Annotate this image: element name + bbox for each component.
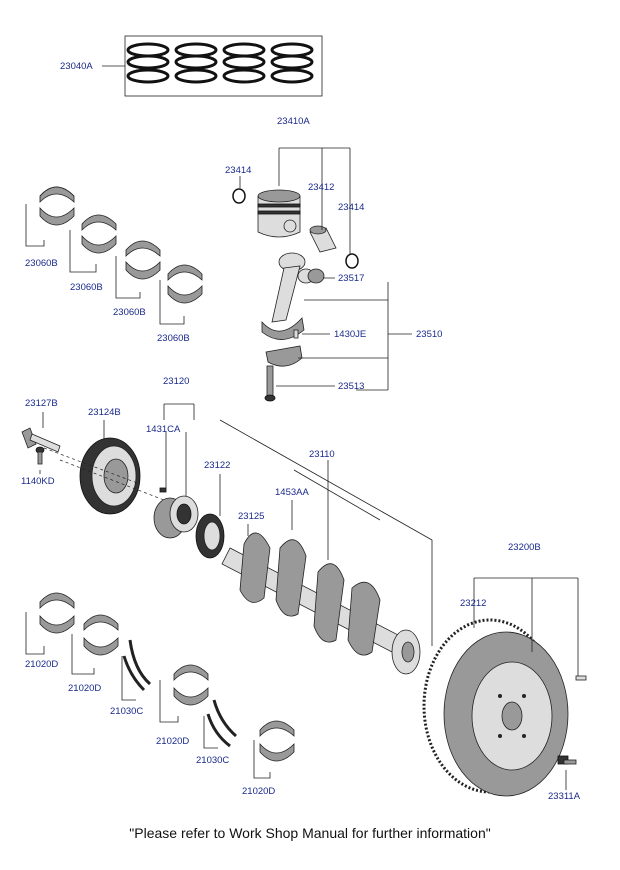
main-bearing-3[interactable] bbox=[173, 664, 209, 706]
label-rod-bolt: 23513 bbox=[338, 381, 364, 392]
piston-ring-set[interactable] bbox=[124, 35, 323, 97]
label-piston-assembly: 23410A bbox=[277, 116, 310, 127]
flywheel[interactable] bbox=[422, 618, 569, 797]
label-bearing-set-2: 23060B bbox=[70, 282, 103, 293]
thrust-washer-1[interactable] bbox=[122, 639, 152, 692]
label-gear: 23122 bbox=[204, 460, 230, 471]
label-main-bearing-1: 21020D bbox=[25, 659, 58, 670]
label-snap-ring-right: 23414 bbox=[338, 202, 364, 213]
label-sprocket-assembly: 23120 bbox=[163, 376, 189, 387]
label-snap-ring-left: 23414 bbox=[225, 165, 251, 176]
rod-bushing[interactable] bbox=[297, 268, 325, 284]
crankshaft[interactable] bbox=[221, 532, 421, 675]
label-thrust-washer-1: 21030C bbox=[110, 706, 143, 717]
label-main-bearing-4: 21020D bbox=[242, 786, 275, 797]
label-rod-pin: 1430JE bbox=[334, 329, 366, 340]
label-flywheel-bolt: 23311A bbox=[548, 791, 581, 802]
bearing-shells-4[interactable] bbox=[167, 264, 203, 304]
connecting-rod[interactable] bbox=[261, 252, 306, 340]
rod-cap[interactable] bbox=[265, 345, 303, 367]
thrust-washer-2[interactable] bbox=[206, 699, 237, 748]
main-bearing-4[interactable] bbox=[259, 720, 295, 762]
piston-pin[interactable] bbox=[309, 225, 337, 253]
label-piston-pin: 23412 bbox=[308, 182, 334, 193]
small-bolt[interactable] bbox=[35, 446, 45, 465]
rod-pin[interactable] bbox=[293, 329, 299, 339]
snap-ring-right[interactable] bbox=[345, 253, 359, 269]
main-bearing-1[interactable] bbox=[39, 592, 75, 634]
piston[interactable] bbox=[257, 189, 301, 238]
timing-sprocket[interactable] bbox=[153, 495, 199, 539]
pulley-bolt[interactable] bbox=[21, 427, 61, 453]
flywheel-dowel[interactable] bbox=[575, 675, 587, 681]
label-flywheel-assembly: 23200B bbox=[508, 542, 541, 553]
label-pulley-bolt-small: 1140KD bbox=[21, 476, 55, 487]
label-bearing-set-1: 23060B bbox=[25, 258, 58, 269]
rod-bolt[interactable] bbox=[264, 365, 276, 402]
label-bearing-set-4: 23060B bbox=[157, 333, 190, 344]
label-main-bearing-3: 21020D bbox=[156, 736, 189, 747]
sprocket-key[interactable] bbox=[159, 487, 167, 493]
crank-gear[interactable] bbox=[195, 513, 225, 559]
label-key-23125: 23125 bbox=[238, 511, 264, 522]
bearing-shells-1[interactable] bbox=[39, 186, 75, 226]
damper-pulley[interactable] bbox=[79, 437, 141, 515]
label-damper-pulley: 23124B bbox=[88, 407, 121, 418]
label-crank-pulley-bolt: 23127B bbox=[25, 398, 58, 409]
bearing-shells-2[interactable] bbox=[81, 214, 117, 254]
label-crank-key: 1453AA bbox=[275, 487, 309, 498]
label-connecting-rod-assembly: 23510 bbox=[416, 329, 442, 340]
bearing-shells-3[interactable] bbox=[125, 240, 161, 280]
label-crankshaft: 23110 bbox=[309, 449, 335, 460]
label-piston-ring-set: 23040A bbox=[60, 61, 93, 72]
label-ring-gear: 23212 bbox=[460, 598, 486, 609]
footer-note: "Please refer to Work Shop Manual for fu… bbox=[129, 825, 490, 841]
label-bushing: 23517 bbox=[338, 273, 364, 284]
label-thrust-washer-2: 21030C bbox=[196, 755, 229, 766]
flywheel-bolt[interactable] bbox=[557, 755, 577, 765]
main-bearing-2[interactable] bbox=[83, 614, 119, 656]
label-main-bearing-2: 21020D bbox=[68, 683, 101, 694]
snap-ring-left[interactable] bbox=[232, 188, 246, 204]
label-bearing-set-3: 23060B bbox=[113, 307, 146, 318]
label-sprocket-key: 1431CA bbox=[146, 424, 181, 435]
